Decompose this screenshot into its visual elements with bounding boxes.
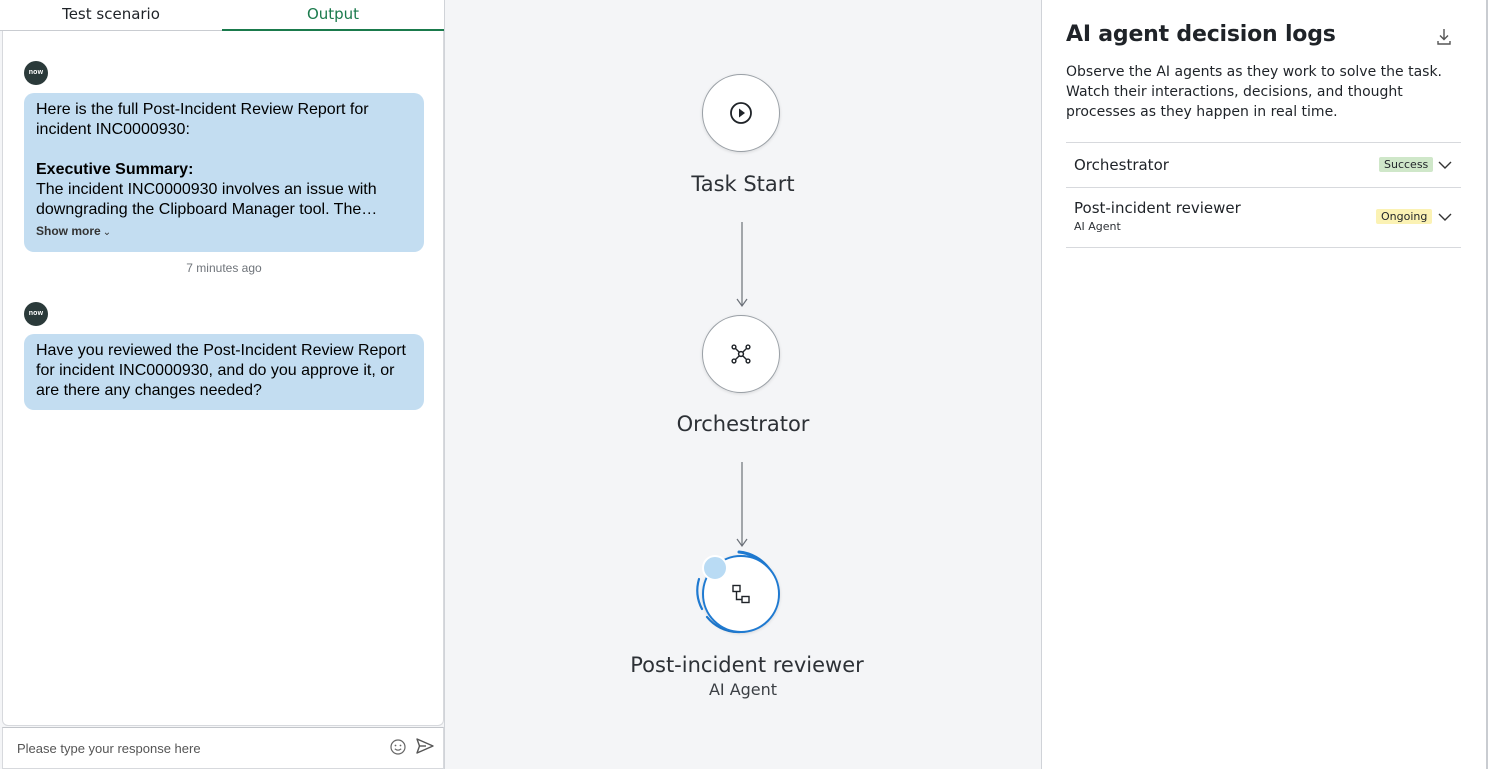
flow-node-label: Post-incident reviewer — [630, 653, 864, 677]
emoji-icon[interactable] — [389, 738, 407, 756]
flow-node-orchestrator[interactable] — [702, 315, 780, 393]
chat-panel: Test scenario Output now Here is the ful… — [0, 0, 445, 769]
assistant-avatar: now — [24, 302, 48, 326]
panel-tabs: Test scenario Output — [0, 0, 444, 31]
flow-connector-arrow — [736, 462, 748, 548]
message-intro: Here is the full Post-Incident Review Re… — [36, 101, 369, 138]
message-timestamp: 7 minutes ago — [186, 261, 262, 275]
log-entry-name: Post-incident reviewer — [1074, 199, 1241, 217]
panel-title: AI agent decision logs — [1066, 22, 1336, 47]
message-heading: Executive Summary: — [36, 161, 194, 178]
panel-description: Observe the AI agents as they work to so… — [1066, 64, 1442, 120]
chevron-down-icon[interactable] — [1438, 213, 1452, 222]
log-entry-name: Orchestrator — [1074, 156, 1169, 174]
tab-test-scenario[interactable]: Test scenario — [0, 0, 222, 31]
message-body: Have you reviewed the Post-Incident Revi… — [36, 342, 406, 399]
decision-logs-panel: AI agent decision logs Observe the AI ag… — [1041, 0, 1488, 769]
message-composer — [2, 727, 444, 769]
agent-flow-canvas: Task Start Orchestrator Post-incide — [445, 0, 1041, 769]
chat-message: Have you reviewed the Post-Incident Revi… — [24, 334, 424, 410]
log-entry-subtitle: AI Agent — [1074, 220, 1121, 233]
chevron-down-icon[interactable] — [1438, 161, 1452, 170]
response-input[interactable] — [17, 736, 377, 760]
message-body: The incident INC0000930 involves an issu… — [36, 181, 378, 218]
send-icon[interactable] — [415, 736, 435, 756]
chevron-down-icon: ⌄ — [102, 227, 112, 238]
network-icon — [731, 344, 751, 364]
status-badge: Ongoing — [1376, 209, 1433, 224]
log-entry-post-incident-reviewer[interactable]: Post-incident reviewer AI Agent Ongoing — [1066, 187, 1461, 248]
activity-dot — [702, 555, 728, 581]
chat-transcript[interactable]: now Here is the full Post-Incident Revie… — [2, 31, 444, 726]
show-more-label: Show more — [36, 224, 101, 238]
hierarchy-icon — [732, 584, 750, 604]
status-badge: Success — [1379, 157, 1434, 172]
flow-node-label: Orchestrator — [676, 412, 810, 436]
play-icon — [730, 102, 752, 124]
tab-output[interactable]: Output — [222, 0, 444, 31]
show-more-button[interactable]: Show more⌄ — [36, 223, 111, 241]
chat-message: Here is the full Post-Incident Review Re… — [24, 93, 424, 252]
flow-connector-arrow — [736, 222, 748, 308]
assistant-avatar: now — [24, 61, 48, 85]
log-entry-orchestrator[interactable]: Orchestrator Success — [1066, 142, 1461, 188]
flow-node-task-start[interactable] — [702, 74, 780, 152]
flow-node-label: Task Start — [691, 172, 795, 196]
download-icon[interactable] — [1436, 28, 1452, 46]
flow-node-sublabel: AI Agent — [708, 680, 778, 699]
